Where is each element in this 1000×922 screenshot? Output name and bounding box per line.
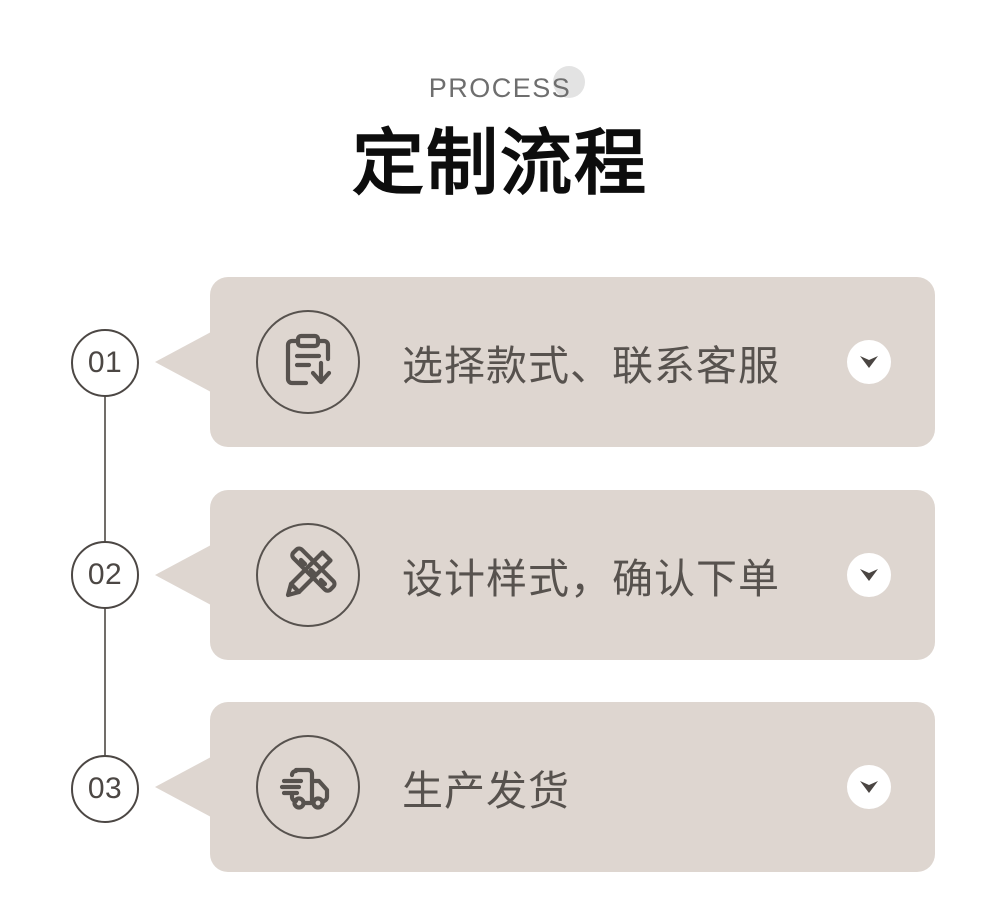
clipboard-download-icon [256,310,360,414]
process-step-card[interactable]: 设计样式，确认下单 [155,490,935,660]
eyebrow-wrap: PROCESS [428,66,586,112]
section-header: PROCESS 定制流程 [0,66,1000,204]
card-pointer [155,332,211,392]
card-pointer [155,545,211,605]
step-number-badge: 02 [71,541,139,609]
chevron-down-icon[interactable] [847,765,891,809]
card-pointer [155,757,211,817]
process-step-card[interactable]: 选择款式、联系客服 [155,277,935,447]
process-step-card[interactable]: 生产发货 [155,702,935,872]
step-label: 生产发货 [402,768,570,814]
section-eyebrow: PROCESS [428,73,572,103]
pencil-ruler-icon [256,523,360,627]
decorative-circle-icon [553,66,586,98]
step-number-badge: 01 [71,329,139,397]
step-label: 设计样式，确认下单 [402,556,780,602]
delivery-truck-icon [256,735,360,839]
page-title: 定制流程 [351,124,648,204]
chevron-down-icon[interactable] [847,553,891,597]
chevron-down-icon[interactable] [847,340,891,384]
step-number-badge: 03 [71,755,139,823]
step-label: 选择款式、联系客服 [402,343,780,389]
